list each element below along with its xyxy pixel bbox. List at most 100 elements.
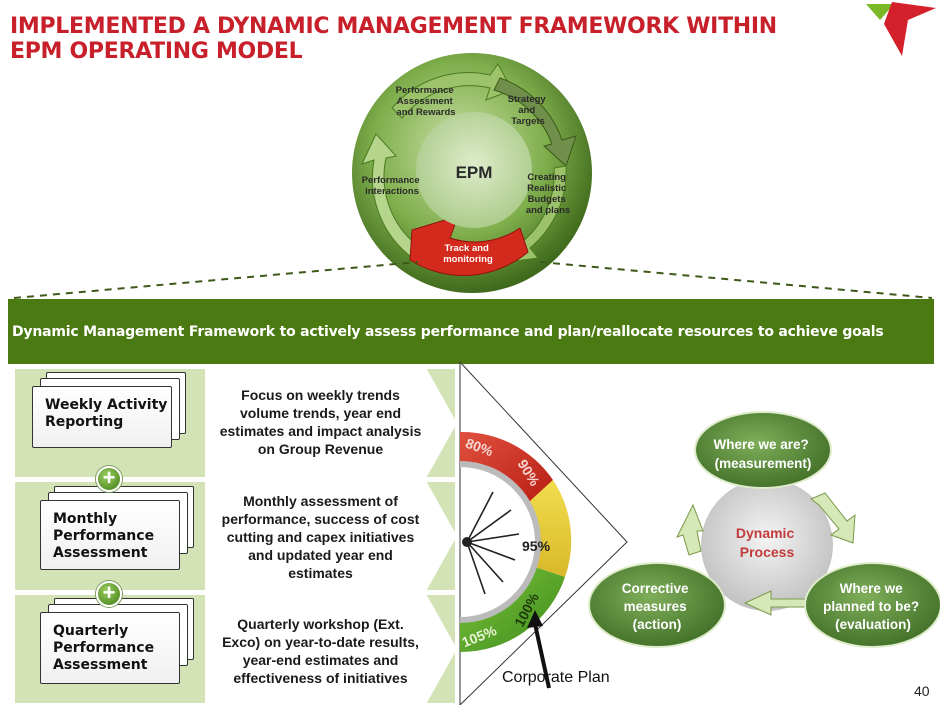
perf-assessment-line-2: Assessment — [397, 96, 454, 107]
logo-red-mark — [884, 2, 936, 56]
quarterly-description: Quarterly workshop (Ext. Exco) on year-t… — [203, 615, 438, 687]
dashed-connectors — [13, 261, 933, 299]
weekly-desc-line-4: on Group Revenue — [257, 441, 384, 457]
segment-arrow-left — [361, 133, 419, 257]
quarterly-label-line-2: Performance — [53, 640, 155, 656]
monthly-label-line-1: Monthly — [53, 511, 118, 527]
strategy-line-1: Strategy — [508, 94, 547, 105]
node-where-we-are — [694, 411, 832, 489]
perf-assessment-line-1: Performance — [396, 85, 454, 96]
node-right-line-3: (evaluation) — [835, 617, 911, 632]
budgets-line-4: and plans — [526, 205, 570, 216]
strategy-line-3: Targets — [511, 116, 545, 127]
svg-text:Creating Realistic Bud: Creating Realistic Budgets and plans — [526, 172, 570, 216]
svg-text:Corrective measures (a: Corrective measures (action) — [622, 581, 693, 632]
quarterly-label-line-3: Assessment — [53, 657, 148, 673]
gauge-label-95: 95% — [522, 538, 551, 554]
svg-text:Where we are? (measurement: Where we are? (measurement) — [713, 437, 812, 471]
monthly-doc-stack: Monthly Performance Assessment — [34, 486, 194, 570]
monthly-label-line-3: Assessment — [53, 545, 148, 561]
cycle-arrow-bottom — [743, 590, 808, 616]
dashed-line-left — [13, 261, 419, 299]
weekly-label: Weekly Activity Reporting — [45, 397, 167, 431]
node-corrective-measures — [588, 562, 726, 648]
gauge-pivot — [462, 537, 472, 547]
quarterly-desc-line-2: Exco) on year-to-date results, — [222, 634, 419, 650]
monthly-desc-line-2: performance, success of cost — [221, 511, 420, 527]
segment-arrow-track-red — [409, 215, 529, 277]
segment-arrow-right-top — [493, 77, 577, 167]
strategy-line-2: and — [518, 105, 535, 116]
quarterly-desc-line-4: effectiveness of initiatives — [233, 670, 408, 686]
weekly-desc-line-2: volume trends, year end — [239, 405, 402, 421]
cycle-arrow-right — [810, 492, 856, 544]
weekly-label-line-2: Reporting — [45, 414, 124, 430]
interactions-line-2: interactions — [365, 186, 419, 197]
svg-text:Where we planned to be?: Where we planned to be? (evaluation) — [823, 581, 923, 632]
node-left-line-1: Corrective — [622, 581, 689, 596]
dashed-line-right — [539, 261, 933, 299]
track-line-2: monitoring — [443, 254, 493, 265]
quarterly-desc-line-1: Quarterly workshop (Ext. — [237, 616, 404, 632]
quarterly-label-line-1: Quarterly — [53, 623, 129, 639]
page-number: 40 — [914, 683, 930, 699]
budgets-line-3: Budgets — [528, 194, 566, 205]
plus-icon-1: + — [96, 466, 122, 492]
quarterly-desc-line-3: year-end estimates and — [242, 652, 399, 668]
quarterly-label: Quarterly Performance Assessment — [53, 623, 154, 674]
monthly-desc-line-4: and updated year end — [248, 547, 393, 563]
title-line-1: IMPLEMENTED A DYNAMIC MANAGEMENT FRAMEWO… — [10, 14, 777, 39]
node-top-line-2: (measurement) — [715, 456, 812, 471]
epm-cycle-diagram: EPM Performance Assessment and Rewards S… — [352, 53, 592, 293]
monthly-desc-line-5: estimates — [288, 565, 353, 581]
row-quarterly-arrow — [205, 595, 457, 703]
corporate-plan-pointer — [533, 623, 551, 689]
logo-green-triangle — [866, 4, 894, 20]
dynamic-center-line-2: Process — [740, 544, 795, 560]
node-left-line-2: measures — [624, 599, 687, 614]
monthly-desc-line-3: cutting and capex initiatives — [226, 529, 415, 545]
dynamic-center-line-1: Dynamic — [736, 525, 795, 541]
svg-text:Performance Assessment: Performance Assessment and Rewards — [396, 85, 457, 118]
dynamic-process-center — [701, 479, 833, 611]
svg-text:Strategy and Targets: Strategy and Targets — [508, 94, 549, 127]
epm-center-label: EPM — [456, 163, 493, 182]
performance-gauge: 80% 90% 95% 100% 105% — [459, 362, 628, 705]
gauge-band-green — [460, 567, 565, 653]
monthly-desc-line-1: Monthly assessment of — [243, 493, 398, 509]
perf-assessment-line-3: and Rewards — [396, 107, 455, 118]
node-left-line-3: (action) — [633, 617, 682, 632]
weekly-description: Focus on weekly trends volume trends, ye… — [203, 386, 438, 458]
gauge-band-red — [460, 431, 553, 502]
row-weekly-arrow — [205, 369, 457, 477]
svg-text:Track and monitoring: Track and monitoring — [443, 243, 493, 265]
page-title: IMPLEMENTED A DYNAMIC MANAGEMENT FRAMEWO… — [10, 14, 830, 64]
node-top-line-1: Where we are? — [713, 437, 808, 452]
cycle-arrow-left — [676, 503, 704, 556]
budgets-line-2: Realistic — [527, 183, 566, 194]
quarterly-doc-stack: Quarterly Performance Assessment — [34, 598, 194, 684]
corporate-plan-arrowhead — [527, 610, 543, 628]
weekly-label-line-1: Weekly Activity — [45, 397, 168, 413]
weekly-desc-line-1: Focus on weekly trends — [241, 387, 400, 403]
epm-inner-core — [416, 112, 532, 228]
interactions-line-1: Performance — [362, 175, 420, 186]
row-monthly-arrow — [205, 482, 457, 590]
company-logo — [866, 2, 936, 56]
framework-banner: Dynamic Management Framework to actively… — [8, 299, 934, 364]
node-where-we-planned — [804, 562, 940, 648]
weekly-desc-line-3: estimates and impact analysis — [219, 423, 422, 439]
row-weekly — [15, 369, 457, 477]
svg-text:Performance interactions: Performance interactions — [362, 175, 423, 197]
svg-text:Dynamic Process: Dynamic Process — [736, 525, 798, 560]
monthly-label: Monthly Performance Assessment — [53, 511, 154, 562]
budgets-line-1: Creating — [527, 172, 566, 183]
weekly-doc-stack: Weekly Activity Reporting — [26, 372, 186, 450]
plus-icon-2: + — [96, 581, 122, 607]
track-line-1: Track and — [445, 243, 490, 254]
monthly-description: Monthly assessment of performance, succe… — [203, 492, 438, 582]
node-right-line-1: Where we — [840, 581, 904, 596]
title-line-2: EPM OPERATING MODEL — [10, 39, 303, 64]
dynamic-process-diagram: Dynamic Process Where we are? (measureme… — [588, 411, 940, 648]
gauge-needles — [466, 491, 520, 595]
